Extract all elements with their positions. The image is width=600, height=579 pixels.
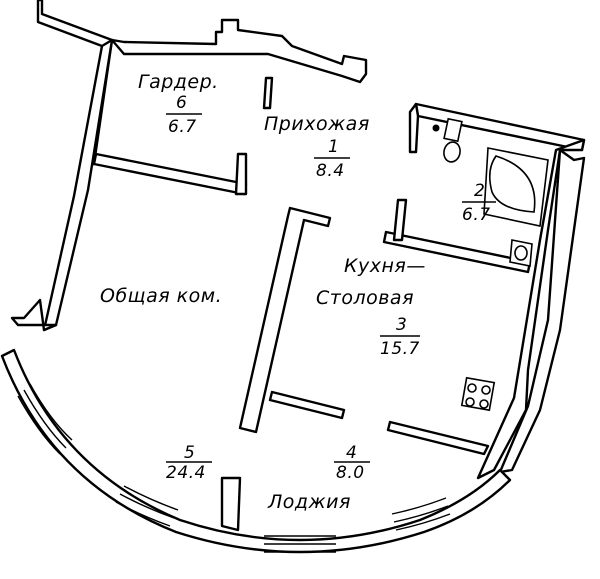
drain-icon [432,124,440,132]
room-garderob-area: 6.7 [168,117,197,137]
outer-wall-bath-top [414,102,586,152]
toilet-icon [443,117,463,163]
room-kitchen-name-line2: Столовая [316,287,414,309]
room-hall-name: Прихожая [264,113,370,135]
room-garderob-name: Гардер. [138,71,219,93]
outer-wall-top [110,18,368,84]
room-kitchen-name-line1: Кухня— [344,255,426,277]
room-garderob-number: 6 [176,93,187,113]
room-living-area: 24.4 [166,463,206,483]
bathtub-icon [483,147,549,227]
central-wall [238,206,332,434]
outer-wall-right-inner [498,148,586,474]
room-bathroom-area: 6.7 [462,205,491,225]
window-southwest [115,485,179,527]
room-loggia-name: Лоджия [267,491,351,513]
room-kitchen-number: 3 [396,315,407,335]
kitchen-left-post [392,198,408,242]
garderob-partition [262,76,274,110]
room-kitchen-area: 15.7 [380,339,420,359]
room-hall-number: 1 [328,137,339,157]
bath-left-wall [408,102,420,154]
stove-icon [460,376,496,412]
room-loggia-number: 4 [346,443,357,463]
kitchen-bath-wall [382,230,532,274]
room-bathroom-number: 2 [474,181,485,201]
loggia-wall-stub [220,476,242,532]
sink-icon [509,239,533,267]
window-west [17,383,73,455]
room-living-number: 5 [184,443,195,463]
outer-wall-left-lower [10,298,58,332]
loggia-partition-right [386,420,490,456]
curved-outer-wall [0,348,512,554]
garderob-bottom-wall [92,152,248,196]
window-southeast [391,497,451,531]
outer-wall-right [476,138,586,480]
loggia-partition-left [268,390,346,420]
garderob-right-post [234,152,248,196]
window-south [264,535,336,553]
room-loggia-area: 8.0 [336,463,365,483]
room-hall-area: 8.4 [316,161,345,181]
room-living-name: Общая ком. [100,285,222,307]
